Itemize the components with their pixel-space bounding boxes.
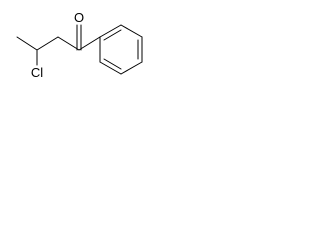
ring-bond-5 bbox=[99, 61, 122, 75]
bond-chmethine-methylene bbox=[36, 36, 59, 51]
bond-carbonyl-phenyl bbox=[78, 36, 101, 51]
ring-bond-4 bbox=[120, 61, 143, 75]
bond-methyl-chmethine bbox=[16, 36, 38, 51]
phenyl-ring bbox=[99, 24, 143, 75]
ring-bond-2 bbox=[120, 24, 143, 38]
ring-double-bond-c bbox=[103, 58, 122, 70]
ring-double-bond-a bbox=[103, 29, 122, 41]
oxygen-label: O bbox=[74, 10, 84, 25]
bond-methylene-carbonyl bbox=[57, 36, 80, 51]
chemical-structure: O Cl bbox=[16, 10, 143, 80]
ring-bond-1 bbox=[99, 24, 122, 38]
chlorine-label: Cl bbox=[31, 65, 43, 80]
